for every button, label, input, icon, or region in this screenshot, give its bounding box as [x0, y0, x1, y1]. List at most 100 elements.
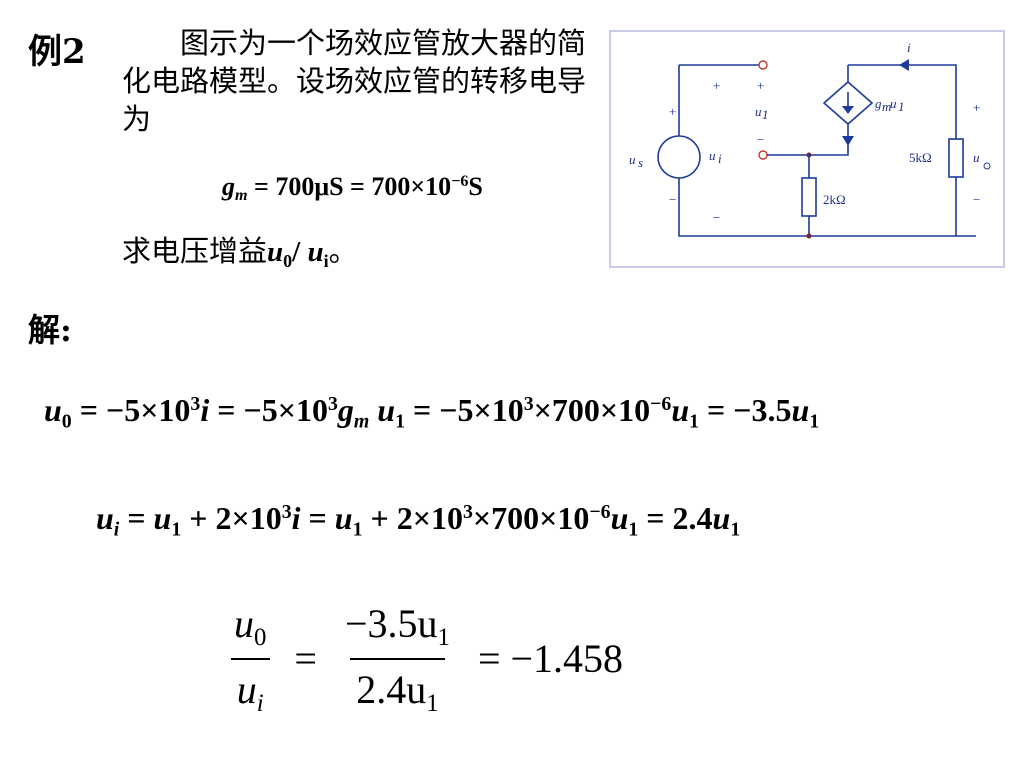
- question-suffix: 。: [328, 234, 358, 268]
- gm-u-sub: 1: [898, 99, 905, 114]
- uo-plus: +: [973, 100, 980, 115]
- eq2-p3: ×700×10: [472, 500, 590, 536]
- eq2-p1: =: [119, 500, 154, 536]
- uo-minus: −: [973, 192, 980, 207]
- eq1-gm: g: [337, 392, 354, 428]
- question-ui: u: [307, 236, 324, 268]
- eq1-e2: 3: [327, 393, 338, 416]
- u1-plus: +: [757, 78, 764, 93]
- frac1-den-u: u: [236, 666, 257, 712]
- eq2-p1b: + 2×10: [181, 500, 282, 536]
- eq1-gm-sub: m: [353, 410, 370, 433]
- eq1-e1: 3: [190, 393, 201, 416]
- eq2-p4: = 2.4: [638, 500, 713, 536]
- gm-u-label: u: [890, 96, 897, 111]
- gm-label-sub: m: [882, 99, 891, 114]
- gm-exponent: −6: [451, 173, 469, 191]
- eq2-p2b: + 2×10: [362, 500, 463, 536]
- eq1-u1-sub: 1: [395, 410, 406, 433]
- equation-ui: ui = u1 + 2×103i = u1 + 2×103×700×10−6u1…: [96, 500, 740, 541]
- eq2-u1c: u: [610, 500, 629, 536]
- eq1-u1b: u: [671, 392, 690, 428]
- frac2-den: 2.4u: [356, 666, 427, 712]
- solution-label: 解:: [28, 311, 72, 349]
- eq1-p2: = −5×10: [209, 392, 328, 428]
- gm-subscript: m: [235, 187, 248, 205]
- frac2-numerator: −3.5u1: [339, 600, 456, 658]
- u1-minus: −: [757, 132, 764, 147]
- eq2-u-sub: i: [113, 518, 120, 541]
- frac2-num: −3.5u: [344, 601, 438, 646]
- question-line: 求电压增益u0/ ui。: [122, 228, 358, 272]
- u1-sub: 1: [762, 107, 769, 122]
- eq2-u1b: u: [334, 500, 353, 536]
- input-ui-sub: i: [718, 151, 722, 166]
- eq1-p3: = −5×10: [405, 392, 524, 428]
- input-ui-label: u: [709, 148, 716, 163]
- transconductance-value: gm = 700μS = 700×10−6S: [222, 172, 483, 205]
- frac1-den-sub: i: [256, 689, 264, 717]
- ui-minus: −: [713, 210, 720, 225]
- eq1-u1c: u: [791, 392, 810, 428]
- u1-label: u: [755, 104, 762, 119]
- eq1-i: i: [200, 392, 210, 428]
- gm-symbol: g: [222, 172, 235, 201]
- equation-u0: u0 = −5×103i = −5×103gm u1 = −5×103×700×…: [44, 392, 819, 433]
- current-label-i: i: [907, 40, 911, 55]
- circuit-diagram: i + − u s u i + − + u 1 − g m u 1 2kΩ 5k…: [609, 30, 1005, 268]
- problem-text: 图示为一个场效应管放大器的简化电路模型。设场效应管的转移电导为: [122, 26, 587, 136]
- question-u0: u: [267, 236, 284, 268]
- eq2-u1-sub: 1: [171, 518, 182, 541]
- example-label: 例2: [28, 32, 86, 72]
- eq2-u1d: u: [712, 500, 731, 536]
- eq1-u1b-sub: 1: [689, 410, 700, 433]
- equals-sign: =: [294, 636, 317, 682]
- ui-plus: +: [713, 78, 720, 93]
- eq1-e3: 3: [523, 393, 534, 416]
- frac1-numerator: u0: [228, 600, 272, 658]
- eq1-u1c-sub: 1: [809, 410, 820, 433]
- gm-value: = 700μS = 700×10: [247, 172, 452, 201]
- frac1-num-u: u: [234, 601, 254, 646]
- source-minus: −: [669, 192, 676, 207]
- gm-label: g: [875, 96, 882, 111]
- question-ui-sub: i: [323, 250, 329, 271]
- eq1-u1: u: [369, 392, 396, 428]
- resistor-5k-label: 5kΩ: [909, 150, 932, 165]
- eq2-u1c-sub: 1: [628, 518, 639, 541]
- resistor-2k-label: 2kΩ: [823, 192, 846, 207]
- question-prefix: 求电压增益: [122, 234, 268, 268]
- eq1-e4: −6: [650, 393, 672, 416]
- gain-fraction: u0 ui = −3.5u1 2.4u1 = −1.458: [228, 600, 635, 718]
- frac1-denominator: ui: [230, 657, 270, 718]
- frac2-denominator: 2.4u1: [350, 657, 445, 718]
- frac1-num-sub: 0: [254, 623, 267, 651]
- fraction-u0-ui: u0 ui: [228, 600, 272, 718]
- eq2-p2: =: [300, 500, 335, 536]
- eq2-e3: −6: [589, 501, 611, 524]
- eq2-u: u: [96, 500, 114, 536]
- frac2-num-sub: 1: [437, 623, 450, 651]
- eq2-e2: 3: [462, 501, 473, 524]
- source-us-label: u: [629, 152, 636, 167]
- eq1-p1: = −5×10: [71, 392, 191, 428]
- question-slash: /: [292, 236, 308, 268]
- eq1-u-sub: 0: [61, 410, 72, 433]
- eq2-u1: u: [153, 500, 172, 536]
- eq2-e1: 3: [281, 501, 292, 524]
- uo-sub-circle: [983, 162, 991, 170]
- source-plus: +: [669, 104, 676, 119]
- gain-result: = −1.458: [477, 636, 624, 682]
- eq1-p5: = −3.5: [699, 392, 792, 428]
- frac2-den-sub: 1: [426, 689, 439, 717]
- question-u0-sub: 0: [283, 250, 293, 271]
- eq2-u1d-sub: 1: [730, 518, 741, 541]
- gm-unit: S: [468, 172, 483, 201]
- eq1-p4: ×700×10: [533, 392, 651, 428]
- fraction-values: −3.5u1 2.4u1: [339, 600, 456, 718]
- eq2-u1b-sub: 1: [352, 518, 363, 541]
- eq2-i: i: [291, 500, 301, 536]
- circuit-svg: i + − u s u i + − + u 1 − g m u 1 2kΩ 5k…: [629, 40, 991, 239]
- eq1-u: u: [44, 392, 62, 428]
- uo-label: u: [973, 150, 980, 165]
